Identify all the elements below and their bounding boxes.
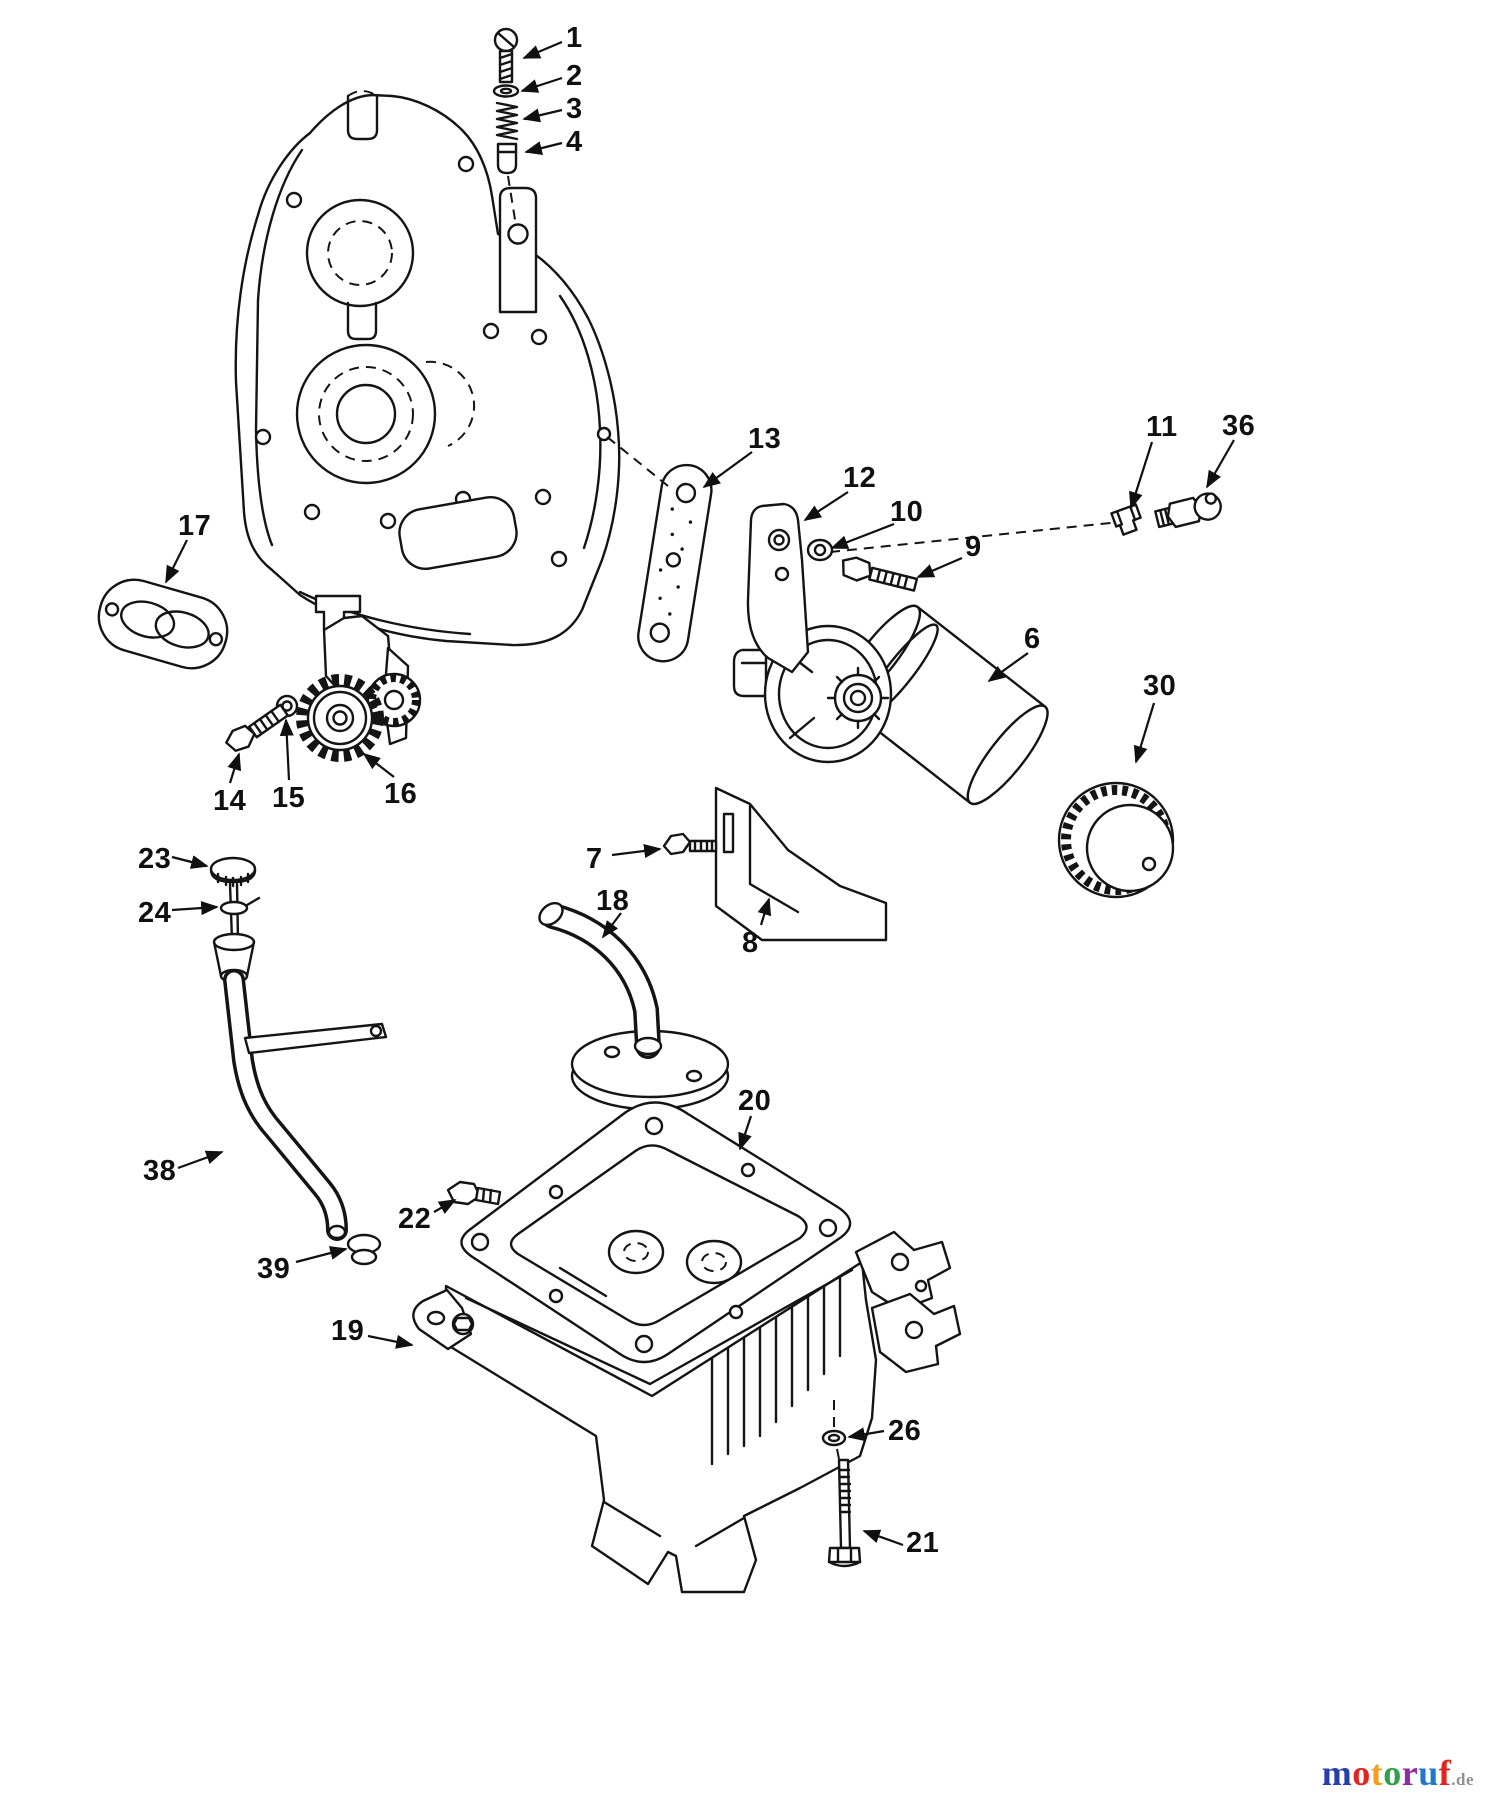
- part-label-17: 17: [178, 510, 212, 542]
- relief-valve-parts: [492, 27, 520, 227]
- watermark-letter: u: [1418, 1753, 1439, 1793]
- part-label-20: 20: [738, 1085, 772, 1117]
- part-label-30: 30: [1143, 670, 1177, 702]
- oil-filter-30: [1057, 781, 1175, 899]
- watermark-letter: m: [1321, 1753, 1353, 1793]
- drain-plug-22: [446, 1180, 502, 1206]
- oil-pump-assembly: [225, 594, 422, 762]
- watermark-suffix: .de: [1451, 1770, 1474, 1789]
- valve-plunger-4: [496, 142, 518, 175]
- part-label-7: 7: [586, 843, 603, 875]
- part-label-26: 26: [888, 1415, 922, 1447]
- part-label-19: 19: [331, 1315, 365, 1347]
- oil-sender-36: [1154, 492, 1222, 529]
- filter-bracket-12: [746, 502, 810, 674]
- relief-valve-boss: [498, 186, 538, 314]
- filter-centerline: [829, 521, 1121, 553]
- part-label-10: 10: [890, 496, 924, 528]
- alignment-dash-line: [605, 435, 669, 487]
- part-label-36: 36: [1222, 410, 1256, 442]
- part-label-23: 23: [138, 843, 172, 875]
- washer-10: [806, 538, 834, 562]
- oil-pan-19: [412, 1229, 962, 1594]
- oil-pickup-18: [538, 901, 730, 1111]
- pan-gasket-20: [460, 1101, 852, 1364]
- part-label-18: 18: [596, 885, 630, 917]
- watermark-letter: t: [1370, 1753, 1384, 1793]
- part-label-14: 14: [213, 785, 247, 817]
- part-label-22: 22: [398, 1203, 432, 1235]
- grommet-39: [346, 1233, 382, 1266]
- part-label-6: 6: [1024, 623, 1041, 655]
- washer-2: [492, 84, 520, 98]
- part-label-21: 21: [906, 1527, 940, 1559]
- elbow-fitting-11: [1110, 503, 1142, 536]
- part-label-2: 2: [566, 60, 583, 92]
- bolt-21: [827, 1458, 862, 1568]
- leader-lines: [165, 40, 1235, 1547]
- dipstick-assembly: [209, 856, 388, 1241]
- support-bracket-8: [714, 786, 888, 942]
- part-label-3: 3: [566, 93, 583, 125]
- watermark-brand: motoruf: [1322, 1753, 1452, 1793]
- crankcase-cover: [234, 90, 621, 647]
- part-label-15: 15: [272, 782, 306, 814]
- part-label-39: 39: [257, 1253, 291, 1285]
- part-label-4: 4: [566, 126, 583, 158]
- part-label-8: 8: [742, 927, 759, 959]
- gasket-17: [97, 578, 229, 670]
- part-label-12: 12: [843, 462, 877, 494]
- clip-24: [219, 900, 249, 916]
- gasket-13: [637, 463, 713, 663]
- watermark-letter: r: [1401, 1753, 1419, 1793]
- bolt-9: [841, 556, 919, 592]
- washer-26: [821, 1400, 847, 1460]
- pump-gear-16: [296, 674, 384, 762]
- watermark: motoruf.de: [1322, 1752, 1474, 1794]
- part-label-38: 38: [143, 1155, 177, 1187]
- part-label-13: 13: [748, 423, 782, 455]
- part-label-11: 11: [1146, 411, 1178, 443]
- watermark-letter: f: [1438, 1753, 1452, 1793]
- bolt-14: [225, 703, 290, 752]
- part-label-9: 9: [965, 531, 982, 563]
- watermark-letter: o: [1352, 1753, 1371, 1793]
- part-label-24: 24: [138, 897, 172, 929]
- bolt-7: [662, 832, 718, 856]
- part-label-1: 1: [566, 22, 583, 54]
- part-label-16: 16: [384, 778, 418, 810]
- watermark-letter: o: [1383, 1753, 1402, 1793]
- spring-3: [495, 101, 519, 141]
